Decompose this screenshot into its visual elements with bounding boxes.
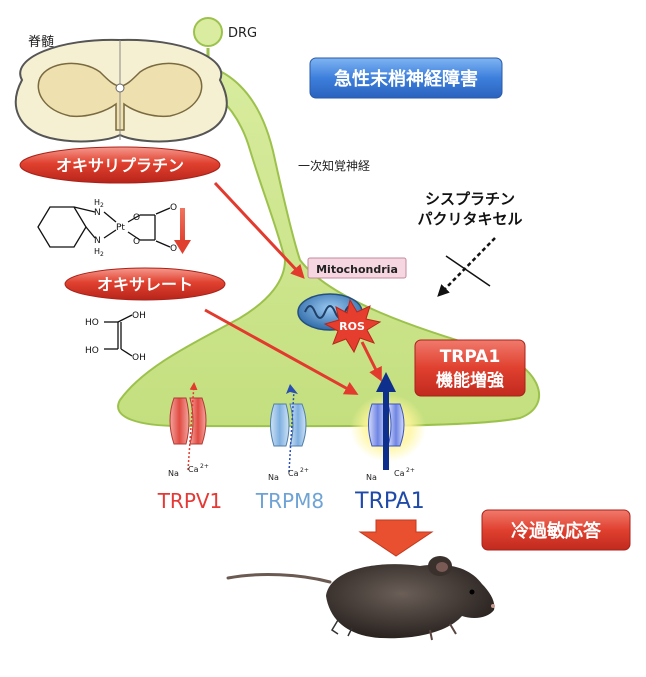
trpv1-na: Na [168,469,179,478]
oxaliplatin-pill: オキサリプラチン [19,146,221,184]
oxalate-label: オキサレート [97,275,193,294]
ros-label: ROS [339,320,365,333]
response-down-arrow [358,519,434,557]
trpa1-enhancement-box: TRPA1 機能増強 [414,339,526,397]
spinal-cord-label: 脊髄 [28,35,54,50]
trpm8-channel [270,384,307,473]
chem-pt: Pt [116,223,125,233]
chem-ho1: HO [85,318,99,328]
chem-o4: O [170,244,177,254]
chem-h2-sub: 2 [100,251,104,258]
no-effect-arrow [437,237,496,297]
chem-ho2: HO [85,346,99,356]
ros-burst: ROS [323,298,382,354]
mouse-illustration [226,556,495,641]
trpm8-label: TRPM8 [255,489,324,513]
primary-sensory-nerve-label: 一次知覚神経 [298,159,370,173]
oxaliplatin-label: オキサリプラチン [56,156,184,175]
chem-h1: H [94,198,100,207]
trpm8-na: Na [268,473,279,482]
trpm8-ca-charge: 2+ [300,467,309,474]
chem-oh2: OH [132,353,146,363]
drg-label: DRG [228,26,257,41]
drg-ganglion [193,17,223,47]
chem-o1: O [133,213,140,223]
cold-hypersensitivity-label: 冷過敏応答 [511,520,602,542]
paclitaxel-label: パクリタキセル [417,210,522,228]
chem-o2: O [133,237,140,247]
trpv1-ca: Ca [188,465,199,474]
trpv1-channel [169,382,207,471]
trpv1-ca-charge: 2+ [200,463,209,470]
chem-h1-sub: 2 [100,202,104,209]
mitochondria-label-box: Mitochondria [307,257,407,279]
trpa1-label: TRPA1 [354,489,425,514]
chem-oh1: OH [132,311,146,321]
oxalate-structure [104,314,133,357]
oxaliplatin-structure [37,206,171,248]
chem-n2: N [94,236,101,246]
trpv1-label: TRPV1 [157,489,223,513]
oxalate-to-trpa1-arrow [204,308,359,395]
trpa1-ca-charge: 2+ [406,467,415,474]
ros-to-trpa1-arrow [360,341,382,382]
trpa1-enhancement-line1: TRPA1 [440,347,501,367]
oxaliplatin-to-oxalate-arrow [174,208,191,254]
trpa1-enhancement-line2: 機能増強 [436,370,504,391]
chem-h2: H [94,247,100,256]
trpa1-ca: Ca [394,469,405,478]
chem-o3: O [170,203,177,213]
chem-n1: N [94,208,101,218]
cold-hypersensitivity-box: 冷過敏応答 [481,509,631,551]
trpm8-ca: Ca [288,469,299,478]
mitochondria-label: Mitochondria [316,263,398,276]
cisplatin-label: シスプラチン [425,190,515,208]
spinal-cord [14,38,228,143]
title-box: 急性末梢神経障害 [309,57,503,99]
oxaliplatin-to-mitochondria-arrow [213,181,305,279]
title-text: 急性末梢神経障害 [334,68,478,90]
sensory-neuron [117,17,540,428]
trpa1-channel [350,372,426,470]
trpa1-na: Na [366,473,377,482]
oxalate-pill: オキサレート [64,267,226,301]
